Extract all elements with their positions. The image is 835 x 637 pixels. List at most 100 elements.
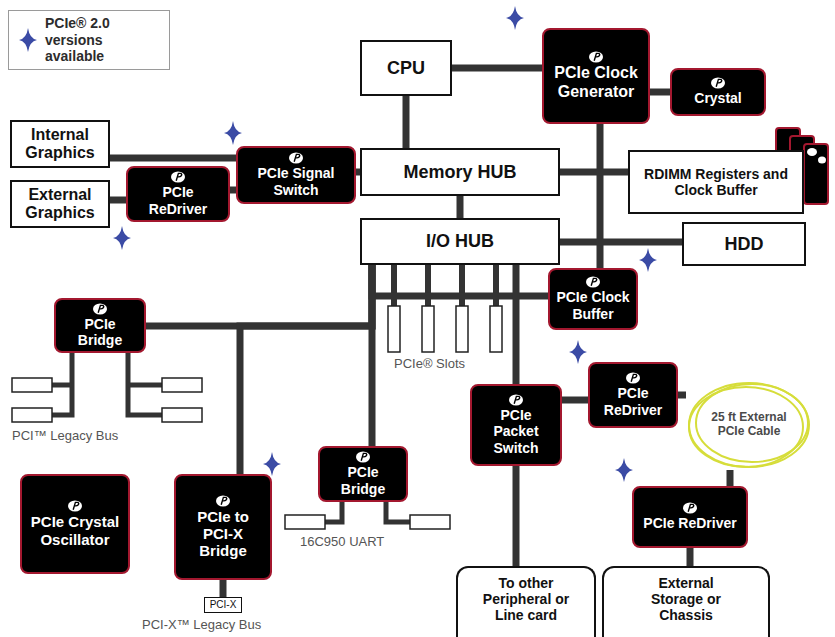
component-box: I/O HUB [360, 218, 560, 265]
node-text: PCIe Clock Buffer [555, 289, 631, 321]
component-box: CPU [360, 40, 452, 96]
node-text: PCIe ReDriver [643, 515, 736, 531]
bus-line [560, 239, 682, 246]
bus-wire [386, 500, 410, 522]
logo-glyph [294, 155, 300, 162]
logo-icon [585, 276, 601, 288]
slot-wire [391, 265, 397, 306]
legacy-slot [12, 378, 52, 392]
logo-oval [356, 452, 370, 463]
bus-wire [52, 383, 72, 388]
bus-line [687, 548, 694, 566]
node-text: I/O HUB [426, 231, 494, 252]
logo-icon [67, 500, 83, 512]
logo-icon [682, 502, 698, 514]
node-text: CPU [387, 58, 425, 79]
chip-box: PCIe Crystal Oscillator [20, 474, 130, 574]
bus-label: 16C950 UART [300, 534, 384, 549]
bus-line [513, 466, 520, 566]
cable-loop [696, 384, 808, 462]
component-box: HDD [682, 222, 806, 266]
node-text: 25 ft External PCIe Cable [705, 411, 793, 439]
logo-glyph [361, 454, 367, 461]
node-text: PCIe to PCI-X Bridge [181, 508, 265, 560]
bus-line [597, 124, 604, 268]
component-box: RDIMM Registers and Clock Buffer [628, 150, 804, 214]
bus-label: PCIe® Slots [394, 356, 465, 371]
logo-oval [589, 52, 603, 63]
slot-wire [459, 265, 465, 306]
bus-wire [52, 350, 72, 415]
node-text: PCIe Bridge [325, 464, 401, 496]
cable-coil: 25 ft External PCIe Cable [686, 380, 812, 470]
destination-box: To other Peripheral or Line card [456, 566, 596, 637]
logo-glyph [716, 80, 722, 87]
node-text: PCIe Signal Switch [243, 165, 349, 197]
star-symbol [615, 458, 633, 482]
logo-glyph [98, 305, 104, 312]
bus-line [678, 392, 686, 399]
chip-box: PCIe to PCI-X Bridge [174, 474, 272, 580]
logo-glyph [591, 279, 597, 286]
node-text: Memory HUB [403, 162, 516, 183]
component-box: External Graphics [10, 180, 110, 228]
bus-line [369, 265, 376, 446]
pcie-slot [422, 306, 434, 352]
star-symbol [569, 340, 587, 364]
logo-icon [288, 152, 304, 164]
chip-box: PCIe Bridge [318, 446, 408, 502]
bus-line [110, 155, 236, 162]
logo-icon [508, 394, 524, 406]
node-text: External Graphics [18, 186, 102, 223]
node-text: PCIe ReDriver [595, 385, 671, 417]
node-text: PCI-X [210, 600, 237, 610]
rdimm-card [804, 144, 828, 204]
node-text: To other Peripheral or Line card [476, 575, 576, 623]
star-symbol [263, 452, 281, 476]
component-box: Internal Graphics [10, 120, 110, 168]
node-text: Internal Graphics [18, 126, 102, 163]
star-symbol [224, 121, 242, 145]
cable-loop [689, 383, 809, 467]
chip-box: PCIe ReDriver [126, 166, 230, 222]
uart-slot [285, 515, 325, 529]
node-text: PCIe Clock Generator [549, 64, 643, 101]
logo-oval [683, 503, 697, 514]
chip-box: Crystal [670, 68, 766, 116]
logo-icon [588, 51, 604, 63]
chip-box: PCIe Bridge [54, 298, 146, 353]
logo-oval [711, 78, 725, 89]
star-symbol [639, 248, 657, 272]
bus-line [403, 96, 410, 148]
logo-glyph [631, 375, 637, 382]
logo-oval [289, 153, 303, 164]
destination-box: External Storage or Chassis [602, 566, 770, 637]
bus-line [650, 89, 670, 96]
node-text: PCIe Packet Switch [477, 407, 555, 455]
star-symbol [113, 226, 131, 250]
bus-line [562, 397, 588, 404]
logo-glyph [594, 54, 600, 61]
bus-connector: PCI-X [204, 597, 242, 613]
logo-mark [818, 157, 826, 164]
slot-wire [493, 265, 499, 306]
logo-oval [93, 304, 107, 315]
bus-line [240, 265, 372, 474]
node-text: PCIe Bridge [61, 316, 139, 348]
bus-wire [325, 500, 342, 522]
slot-wires [394, 265, 496, 306]
bus-wire [128, 383, 162, 388]
bus-label: PCI-X™ Legacy Bus [142, 617, 261, 632]
pcie-slot [490, 306, 502, 352]
node-text: PCIe Crystal Oscillator [27, 513, 123, 548]
node-text: External Storage or Chassis [638, 575, 734, 623]
node-text: HDD [725, 234, 764, 255]
pcie-slot [456, 306, 468, 352]
bus-line [452, 65, 542, 72]
legacy-slot [162, 378, 202, 392]
chip-box: PCIe ReDriver [588, 362, 678, 428]
logo-oval [68, 501, 82, 512]
pcie-slots [388, 306, 502, 352]
